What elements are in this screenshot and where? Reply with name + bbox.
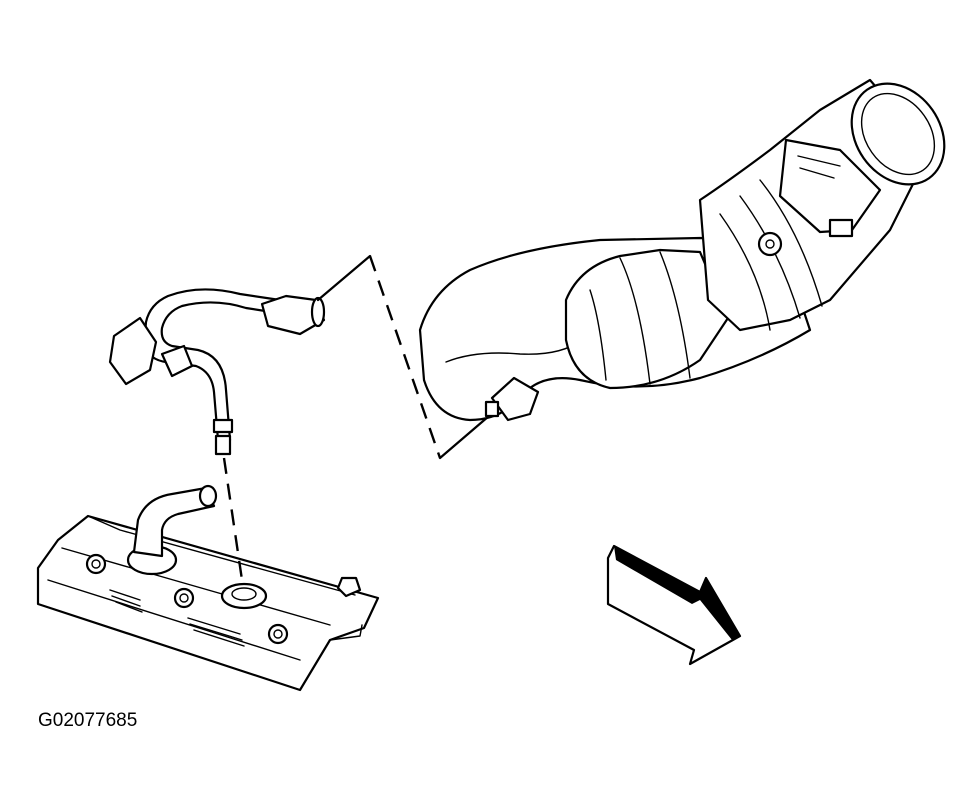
valve-cover-icon [36,514,380,692]
valve-cover-elbow-icon [132,484,218,558]
figure-id-label: G02077685 [38,710,138,731]
pcv-hose-icon [108,288,326,456]
mass-airflow-sensor-icon [698,78,946,332]
direction-arrow-icon [606,544,742,666]
